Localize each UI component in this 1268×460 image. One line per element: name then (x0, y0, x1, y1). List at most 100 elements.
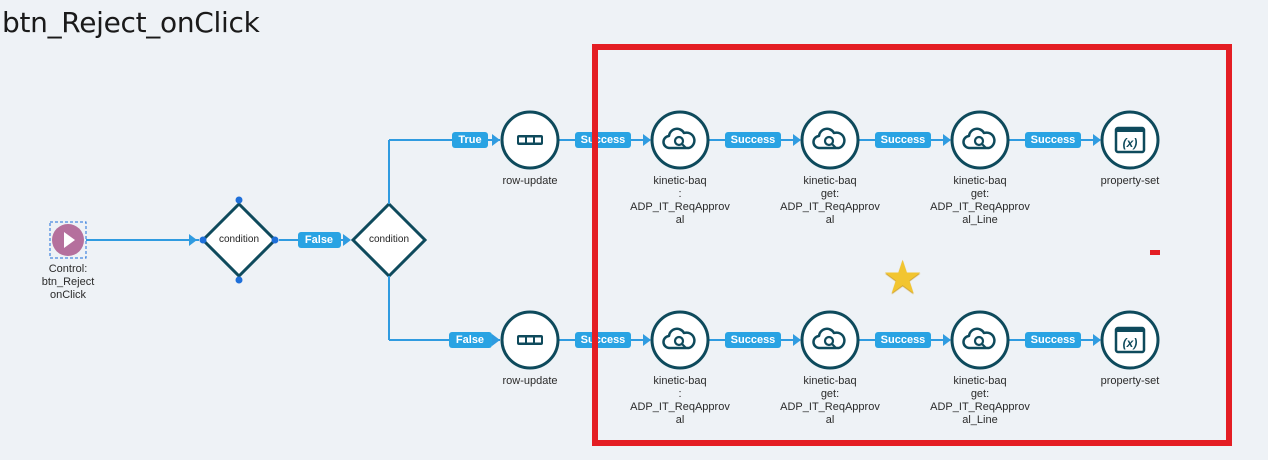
label-line: al (675, 214, 685, 226)
label-line: ADP_IT_ReqApprov (630, 401, 730, 413)
cloud-search-icon (812, 127, 846, 150)
magnifier-handle (681, 343, 687, 349)
row-update-icon-cell (535, 137, 541, 143)
edge-label-false[interactable]: False (297, 232, 341, 248)
arrow-head (492, 334, 500, 346)
arrow-head (793, 134, 801, 146)
label-line: get: (970, 388, 990, 400)
label-line: onClick (49, 289, 87, 301)
kinetic-baq-node[interactable] (950, 110, 1010, 170)
property-set-node[interactable] (1100, 110, 1160, 170)
label-line: kinetic-baq (953, 375, 1007, 387)
edge-label-success[interactable]: Success (1024, 332, 1082, 348)
edge-label-success[interactable]: Success (724, 332, 782, 348)
variable-icon-bar (1116, 328, 1144, 332)
kinetic-baq-node[interactable] (650, 310, 710, 370)
magnifier-icon (823, 335, 835, 347)
connection-port[interactable] (235, 196, 243, 204)
magnifier-handle (831, 343, 837, 349)
arrow-head (793, 334, 801, 346)
label-line: kinetic-baq (653, 175, 707, 187)
label-line: property-set (1100, 375, 1160, 387)
label-line: al_Line (962, 414, 998, 426)
magnifier-handle (681, 143, 687, 149)
condition-node-2-label: condition (368, 234, 410, 245)
arrow-head (943, 134, 951, 146)
label-line: al (825, 214, 835, 226)
selection-outline (49, 221, 87, 259)
magnifier-icon (673, 335, 685, 347)
arrow-head (343, 234, 351, 246)
red-marker (1150, 250, 1160, 255)
row-update-label: row-update (475, 375, 585, 388)
condition-node-1-label: condition (218, 234, 260, 245)
property-set-label: property-set (1075, 175, 1185, 188)
label-line: property-set (1100, 175, 1160, 187)
edge-label-success[interactable]: Success (574, 332, 632, 348)
label-line: : (678, 188, 682, 200)
label-line: get: (970, 188, 990, 200)
arrow-head (643, 134, 651, 146)
label-line: kinetic-baq (953, 175, 1007, 187)
label-line: row-update (502, 175, 558, 187)
cloud-search-icon (662, 127, 696, 150)
row-update-icon-cell (535, 337, 541, 343)
kinetic-baq-node[interactable] (800, 110, 860, 170)
label-line: kinetic-baq (803, 175, 857, 187)
row-update-icon-cell (519, 137, 525, 143)
play-icon (64, 232, 75, 248)
kinetic-baq-node[interactable] (950, 310, 1010, 370)
magnifier-handle (981, 343, 987, 349)
arrow-head (492, 134, 500, 146)
row-update-icon-cell (527, 137, 533, 143)
magnifier-handle (831, 143, 837, 149)
flow-title: btn_Reject_onClick (2, 6, 260, 39)
edge-label-success[interactable]: Success (724, 132, 782, 148)
property-set-node[interactable] (1100, 310, 1160, 370)
star-icon: ★ (882, 251, 924, 303)
label-line: al (675, 414, 685, 426)
label-line: al (825, 414, 835, 426)
arrow-head (1093, 334, 1101, 346)
cloud-search-icon (962, 327, 996, 350)
label-line: ADP_IT_ReqApprov (780, 201, 880, 213)
edge-label-success[interactable]: Success (874, 332, 932, 348)
magnifier-icon (673, 135, 685, 147)
magnifier-icon (823, 135, 835, 147)
arrow-head (189, 234, 197, 246)
variable-icon-text: (x) (1123, 136, 1138, 150)
row-update-icon-cell (519, 337, 525, 343)
label-line: kinetic-baq (803, 375, 857, 387)
property-set-label: property-set (1075, 375, 1185, 388)
edge-label-success[interactable]: Success (874, 132, 932, 148)
connection-port[interactable] (199, 236, 207, 244)
edge-label-branch-true[interactable]: True (451, 132, 489, 148)
edge-label-branch-false[interactable]: False (448, 332, 492, 348)
label-line: al_Line (962, 214, 998, 226)
edge-label-success[interactable]: Success (1024, 132, 1082, 148)
arrow-head (643, 334, 651, 346)
variable-icon-text: (x) (1123, 336, 1138, 350)
label-line: Control: (48, 263, 88, 275)
magnifier-icon (973, 135, 985, 147)
connection-port[interactable] (235, 276, 243, 284)
label-line: kinetic-baq (653, 375, 707, 387)
edge-label-success[interactable]: Success (574, 132, 632, 148)
kinetic-baq-node[interactable] (650, 110, 710, 170)
condition-node-1[interactable] (200, 201, 278, 279)
label-line: row-update (502, 375, 558, 387)
label-line: ADP_IT_ReqApprov (930, 401, 1030, 413)
connection-port[interactable] (271, 236, 279, 244)
label-line: get: (820, 188, 840, 200)
label-line: ADP_IT_ReqApprov (930, 201, 1030, 213)
cloud-search-icon (962, 127, 996, 150)
kinetic-baq-node[interactable] (800, 310, 860, 370)
